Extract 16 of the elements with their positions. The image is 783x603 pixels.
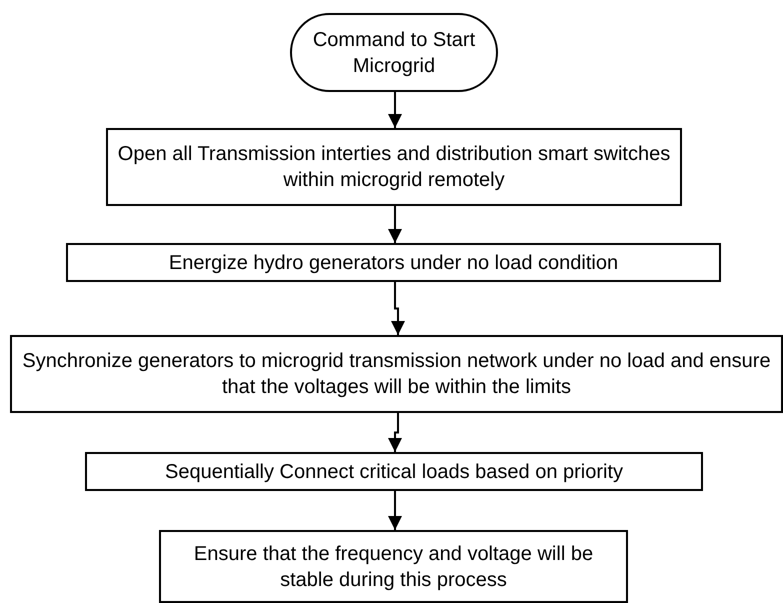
step-text: Synchronize generators to microgrid transmission network under no load and ensure that the voltages will be within the limits	[21, 349, 772, 400]
process-box	[106, 128, 682, 206]
process-box	[66, 243, 721, 282]
step-text: Ensure that the frequency and voltage will be stable during this process	[192, 542, 594, 592]
arrow	[388, 491, 402, 530]
step-text: Command to Start Microgrid	[312, 28, 476, 78]
process-box	[85, 452, 703, 491]
arrow	[391, 282, 405, 335]
step-text: Open all Transmission interties and distribution smart switches within microgrid remotely	[116, 142, 672, 193]
arrow	[388, 413, 402, 452]
step-text: Energize hydro generators under no load condition	[168, 250, 620, 276]
process-box	[10, 335, 783, 413]
process-box	[159, 530, 628, 603]
arrow	[388, 92, 402, 128]
arrow	[388, 206, 402, 243]
step-text: Sequentially Connect critical loads based on priority	[164, 460, 624, 484]
